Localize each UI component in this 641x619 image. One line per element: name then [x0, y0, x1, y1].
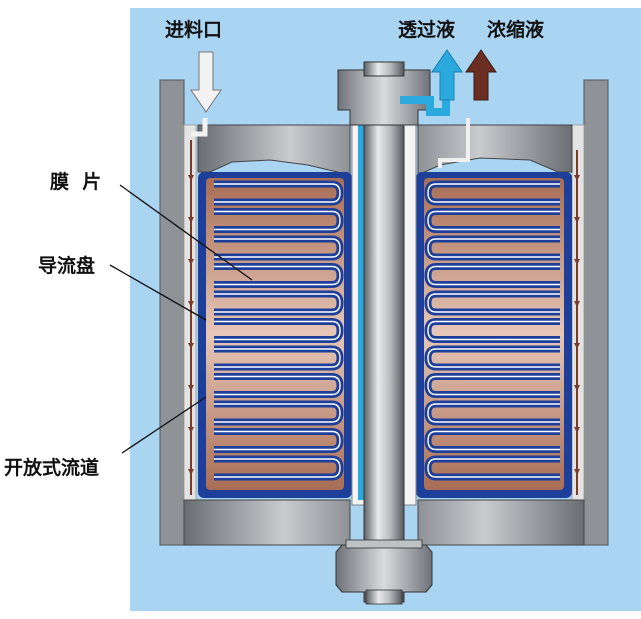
bottom-washer: [345, 539, 423, 549]
flow-line: [214, 293, 341, 313]
leader-line-open-channel: [121, 396, 207, 454]
bottom-nut: [335, 544, 433, 593]
flow-line: [214, 348, 341, 368]
flow-line: [214, 458, 341, 478]
right-frame: [583, 79, 609, 546]
label-membrane: 膜 片: [49, 170, 101, 193]
top-nut: [337, 69, 431, 126]
open-channel-flow-arrows: [188, 175, 580, 475]
flow-line: [427, 403, 560, 423]
flow-line: [427, 183, 560, 203]
top-cap-left: [197, 124, 351, 176]
flow-line: [214, 265, 341, 286]
flow-arrowhead: [188, 427, 194, 433]
inlet-channel: [191, 118, 208, 137]
membrane-plates-right: [424, 180, 560, 481]
flow-arrowhead: [188, 343, 194, 349]
flow-line: [427, 430, 560, 451]
flow-arrowhead: [188, 385, 194, 391]
flow-arrowhead: [574, 385, 580, 391]
flow-arrowhead: [574, 175, 580, 181]
flow-line: [427, 458, 560, 478]
label-inlet: 进料口: [165, 18, 222, 41]
flow-line: [427, 348, 560, 368]
bottom-cap-right: [417, 499, 585, 546]
flow-line: [214, 320, 341, 341]
flow-line: [427, 320, 560, 341]
permeate-outlet-path: [400, 90, 450, 116]
flow-arrowhead: [574, 343, 580, 349]
flow-line: [427, 210, 560, 231]
flow-arrowhead: [188, 217, 194, 223]
label-guide-disc: 导流盘: [38, 254, 95, 277]
left-frame: [159, 79, 185, 546]
label-permeate: 透过液: [398, 18, 456, 41]
flow-line: [427, 375, 560, 396]
center-tie-rod: [363, 61, 405, 603]
flow-line: [427, 238, 560, 258]
concentrate-arrow: [465, 49, 497, 101]
flow-line: [214, 375, 341, 396]
flow-arrowhead: [188, 259, 194, 265]
flow-arrowhead: [574, 217, 580, 223]
top-cap-right: [417, 124, 573, 176]
flow-arrowhead: [188, 301, 194, 307]
rod-tail: [365, 589, 403, 605]
flow-arrowhead: [188, 469, 194, 475]
bottom-cap-left: [183, 499, 351, 546]
permeate-channel: [358, 100, 364, 500]
flow-line: [214, 238, 341, 258]
leader-line-guide-disc: [109, 264, 207, 321]
concentrate-outlet-path: [438, 118, 470, 168]
flow-line: [214, 403, 341, 423]
flow-line: [214, 210, 341, 231]
flow-line: [427, 265, 560, 286]
flow-arrowhead: [574, 427, 580, 433]
rod-head: [363, 61, 405, 77]
flow-line: [214, 183, 341, 203]
flow-line: [427, 293, 560, 313]
flow-arrowhead: [574, 469, 580, 475]
flow-arrowhead: [188, 175, 194, 181]
inlet-arrow: [190, 51, 222, 113]
leader-line-membrane: [119, 184, 253, 281]
flow-arrowhead: [574, 301, 580, 307]
flow-arrowhead: [574, 259, 580, 265]
label-concentrate: 浓缩液: [487, 18, 545, 41]
permeate-arrow: [431, 49, 463, 101]
label-open-channel: 开放式流道: [4, 456, 99, 479]
membrane-plates-left: [214, 180, 344, 481]
flow-line: [214, 430, 341, 451]
